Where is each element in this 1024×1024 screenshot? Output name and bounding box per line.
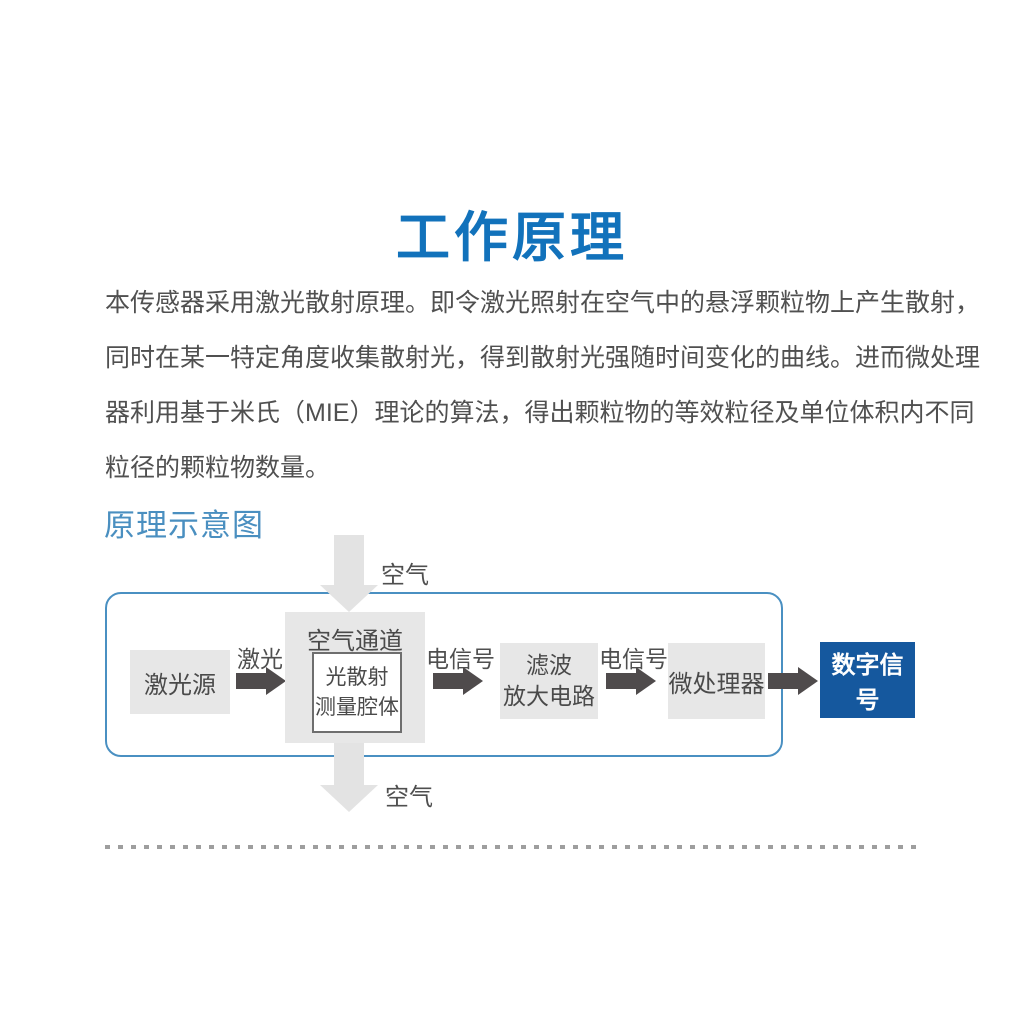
air-channel-label: 空气通道 [307, 628, 403, 655]
filter-label-line2: 放大电路 [503, 683, 595, 709]
flow-arrow-head [636, 667, 656, 695]
electrical-signal-label-1: 电信号 [426, 646, 495, 672]
air-outlet-arrow-icon [320, 743, 378, 812]
air-outlet-arrow-head [320, 785, 378, 812]
flow-arrow-shaft [606, 673, 636, 689]
section-heading: 原理示意图 [104, 508, 264, 543]
dashed-divider [105, 845, 922, 849]
flow-arrow-head [798, 667, 818, 695]
flow-arrow-shaft [768, 673, 798, 689]
chamber-label-line2: 测量腔体 [315, 695, 399, 719]
air-inlet-arrow-head [320, 585, 378, 612]
intro-paragraph: 本传感器采用激光散射原理。即令激光照射在空气中的悬浮颗粒物上产生散射， 同时在某… [105, 276, 981, 496]
filter-label-line1: 滤波 [526, 652, 572, 678]
flow-arrow-icon [606, 667, 656, 695]
intro-line: 粒径的颗粒物数量。 [105, 454, 331, 482]
air-inlet-label: 空气 [381, 562, 429, 589]
microprocessor-box: 微处理器 [668, 643, 765, 719]
page-title: 工作原理 [396, 208, 628, 268]
flow-arrow-shaft [433, 673, 463, 689]
air-inlet-arrow-icon [320, 535, 378, 612]
flow-arrow-icon [433, 667, 483, 695]
intro-line: 本传感器采用激光散射原理。即令激光照射在空气中的悬浮颗粒物上产生散射， [105, 289, 981, 317]
chamber-label-line1: 光散射 [325, 665, 389, 689]
flow-arrow-head [463, 667, 483, 695]
filter-amplifier-box: 滤波 放大电路 [500, 643, 598, 719]
electrical-signal-label-2: 电信号 [599, 646, 668, 672]
flow-arrow-head [266, 667, 286, 695]
air-outlet-label: 空气 [385, 784, 433, 811]
air-outlet-arrow-shaft [334, 743, 364, 785]
flow-arrow-shaft [236, 673, 266, 689]
air-inlet-arrow-shaft [334, 535, 364, 585]
flow-arrow-icon [236, 667, 286, 695]
flow-arrow-icon [768, 667, 818, 695]
scattering-chamber-box: 光散射 测量腔体 [312, 652, 402, 733]
digital-signal-box: 数字信号 [820, 642, 915, 718]
intro-line: 同时在某一特定角度收集散射光，得到散射光强随时间变化的曲线。进而微处理 [105, 344, 981, 372]
laser-source-box: 激光源 [130, 650, 230, 714]
intro-line: 器利用基于米氏（MIE）理论的算法，得出颗粒物的等效粒径及单位体积内不同 [105, 399, 975, 427]
